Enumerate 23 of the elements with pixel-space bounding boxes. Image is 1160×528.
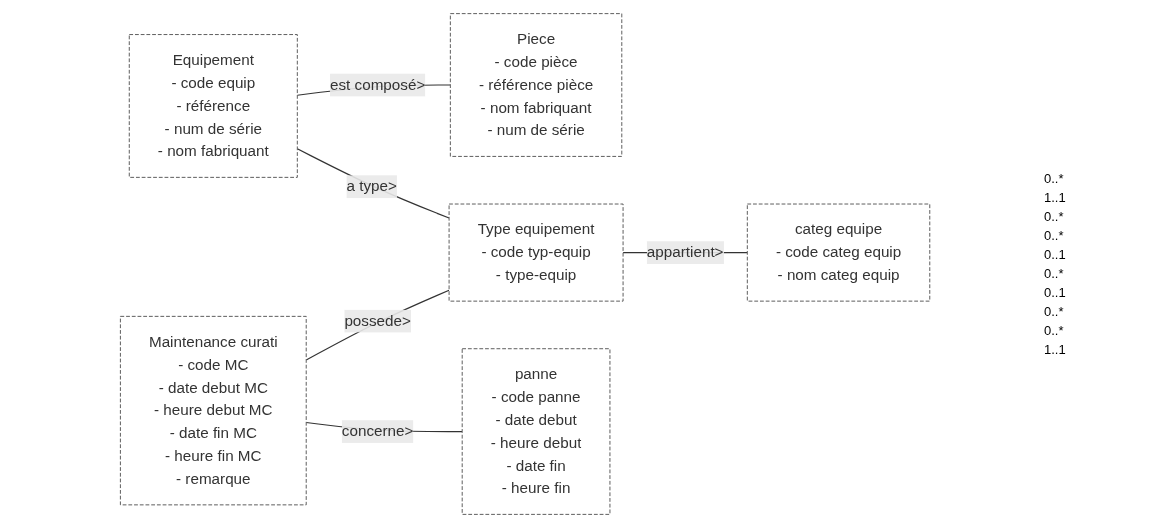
connector	[305, 289, 450, 361]
multiplicity-label: 0..*	[1044, 209, 1065, 224]
node-box: panne - code panne - date debut - heure debut - date fin - heure fin	[461, 348, 611, 515]
multiplicity-label: 0..1	[1044, 247, 1067, 262]
node-box: categ equipe - code categ equip - nom categ equip	[746, 203, 931, 302]
multiplicity-label: 0..*	[1044, 171, 1065, 186]
multiplicity-label: 0..*	[1044, 228, 1065, 243]
multiplicity-label: 1..1	[1044, 342, 1067, 357]
multiplicity-label: 0..*	[1044, 266, 1065, 281]
multiplicity-label: 0..1	[1044, 285, 1067, 300]
edge-label: concerne>	[341, 422, 414, 440]
connector	[296, 148, 450, 219]
multiplicity-label: 1..1	[1044, 190, 1067, 205]
node-box: Piece - code pièce - référence pièce - nom fabriquant - num de série	[449, 13, 623, 157]
edge-label: appartient>	[646, 244, 724, 261]
edge-label: possede>	[344, 312, 411, 329]
multiplicity-label: 0..*	[1044, 323, 1065, 338]
edge-label: a type>	[346, 178, 397, 195]
multiplicity-label: 0..*	[1044, 304, 1065, 319]
node-box: Equipement - code equip - référence - num de série - nom fabriquant	[128, 34, 298, 178]
edge-label: est composé>	[329, 76, 426, 93]
node-box: Type equipement - code typ-equip - type-equip	[448, 203, 624, 302]
node-box: Maintenance curati - code MC - date debut MC - heure debut MC - date fin MC - heure fin MC - remarque	[119, 315, 307, 506]
